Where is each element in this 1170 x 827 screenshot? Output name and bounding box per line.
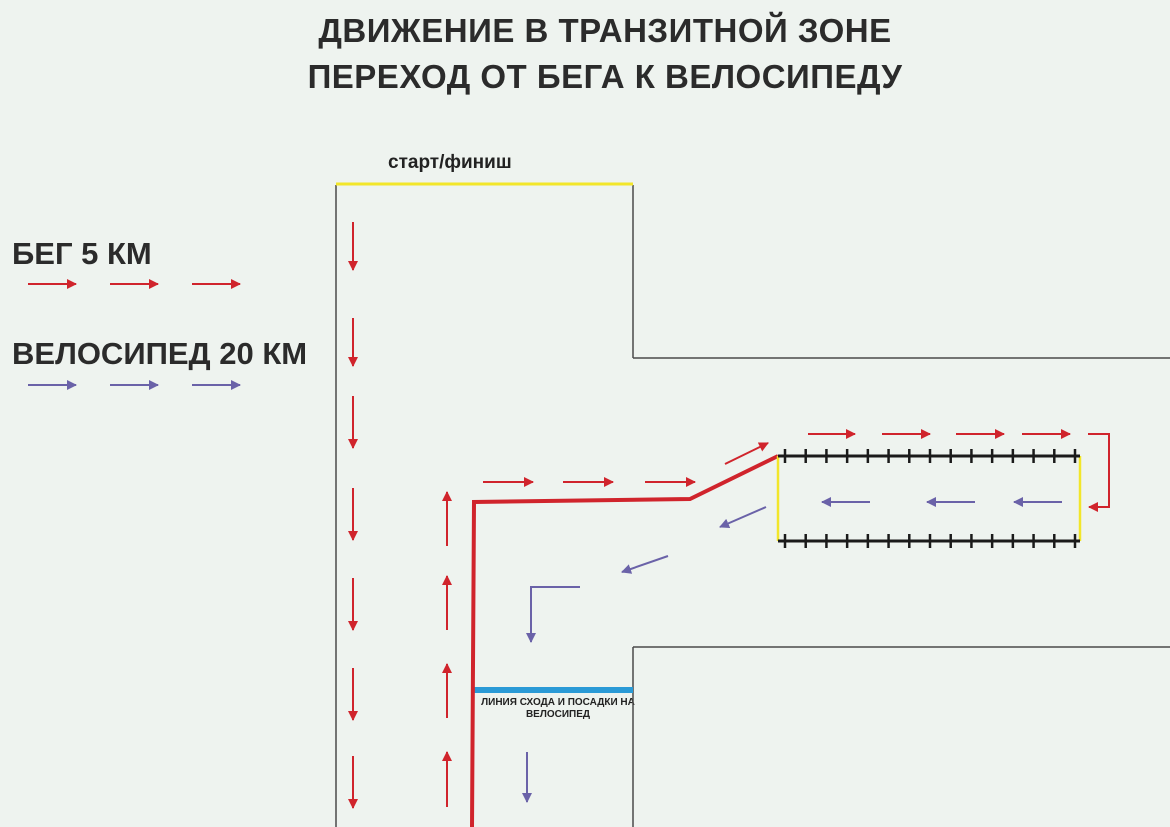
bike-arrows xyxy=(522,497,1062,803)
title-line-2: ПЕРЕХОД ОТ БЕГА К ВЕЛОСИПЕДУ xyxy=(307,58,903,95)
dismount-line-label: ЛИНИЯ СХОДА И ПОСАДКИ НА ВЕЛОСИПЕД xyxy=(481,697,635,720)
title-line-1: ДВИЖЕНИЕ В ТРАНЗИТНОЙ ЗОНЕ xyxy=(318,12,892,49)
start-finish-label: старт/финиш xyxy=(388,152,512,173)
legend-bike-label: ВЕЛОСИПЕД 20 КМ xyxy=(12,336,308,371)
run-path xyxy=(470,454,779,827)
bike-rack xyxy=(776,449,1082,548)
run-arrows-to-rack xyxy=(483,429,1110,512)
legend-run-label: БЕГ 5 КМ xyxy=(12,236,152,271)
zone-walls xyxy=(335,185,1170,827)
